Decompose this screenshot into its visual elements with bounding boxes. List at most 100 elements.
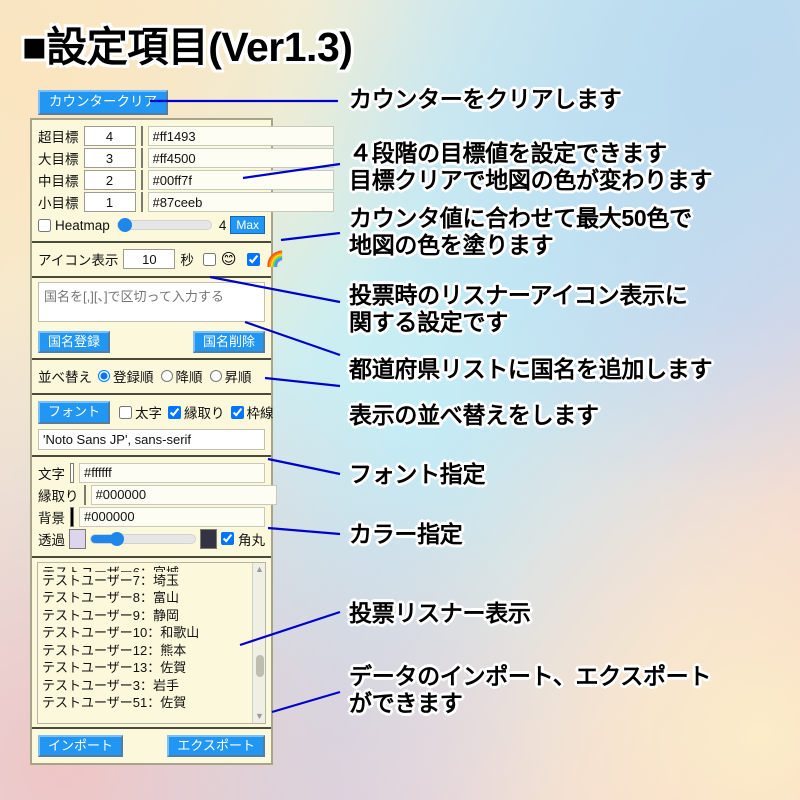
goal-hex-input[interactable]	[147, 126, 334, 146]
goal-color-swatch[interactable]	[140, 170, 143, 190]
country-delete-button[interactable]: 国名削除	[192, 331, 265, 354]
annotation-line: カラー指定	[349, 521, 463, 547]
heatmap-value: 4	[218, 217, 227, 233]
goal-color-swatch[interactable]	[140, 126, 143, 146]
country-register-button[interactable]: 国名登録	[38, 331, 111, 354]
goal-value-input[interactable]	[83, 148, 136, 168]
heatmap-max-button[interactable]: Max	[230, 216, 265, 234]
list-item[interactable]: テストユーザー51：佐賀	[42, 695, 187, 711]
counter-clear-button[interactable]: カウンタークリア	[38, 90, 168, 115]
import-button[interactable]: インポート	[38, 734, 124, 757]
icon-display-row: アイコン表示 秒 😊 🌈	[38, 249, 284, 269]
goal-label: 小目標	[38, 196, 79, 211]
annotation: 投票リスナー表示	[349, 600, 531, 627]
annotation: データのインポート、エクスポート ができます	[349, 663, 711, 717]
color-swatch[interactable]	[70, 506, 74, 527]
color-row: 文字	[38, 462, 265, 483]
icon-display-label: アイコン表示	[38, 253, 119, 268]
heatmap-row: Heatmap 4 Max	[38, 216, 265, 234]
alpha-right-swatch[interactable]	[200, 528, 217, 549]
colors-section: 文字 縁取り 背景 透過 角丸	[32, 457, 277, 558]
font-section: フォント 太字 縁取り 枠線	[32, 395, 274, 457]
alpha-slider-fill	[91, 534, 117, 543]
color-label: 文字	[38, 466, 65, 482]
list-item[interactable]: テストユーザー6：宮城	[42, 564, 261, 572]
scroll-down-arrow[interactable]: ▼	[255, 710, 264, 721]
goal-color-swatch[interactable]	[140, 148, 143, 168]
smiley-icon: 😊	[220, 251, 237, 268]
color-swatch[interactable]	[70, 462, 74, 483]
annotation-line: カウンターをクリアします	[349, 86, 622, 112]
annotation-line: 投票時のリスナーアイコン表示に	[349, 282, 688, 308]
color-hex-input[interactable]	[90, 484, 277, 505]
export-button[interactable]: エクスポート	[167, 734, 265, 757]
goal-hex-input[interactable]	[147, 170, 334, 190]
list-item[interactable]: テストユーザー13：佐賀	[42, 660, 187, 676]
list-item[interactable]: テストユーザー9：静岡	[42, 607, 179, 623]
color-hex-input[interactable]	[79, 506, 265, 527]
goal-hex-input[interactable]	[147, 192, 334, 212]
annotation: 表示の並べ替えをします	[349, 402, 599, 429]
page-title: ■設定項目(Ver1.3)	[22, 24, 353, 70]
sort-radio-registered[interactable]	[98, 370, 110, 383]
color-label: 背景	[38, 510, 65, 526]
rainbow-icon-checkbox[interactable]	[247, 252, 261, 266]
font-button[interactable]: フォント	[38, 401, 111, 424]
listener-listbox[interactable]: テストユーザー6：宮城 テストユーザー7：埼玉 テストユーザー8：富山 テストユ…	[37, 561, 266, 724]
annotation: 都道府県リストに国名を追加します	[349, 356, 713, 383]
smiley-icon-checkbox[interactable]	[202, 252, 216, 266]
annotation: ４段階の目標値を設定できます 目標クリアで地図の色が変わります	[349, 140, 713, 194]
scroll-up-arrow[interactable]: ▲	[255, 563, 264, 574]
alpha-slider[interactable]	[90, 531, 196, 546]
alpha-slider-knob[interactable]	[110, 531, 124, 546]
alpha-row: 透過 角丸	[38, 528, 265, 549]
goal-value-input[interactable]	[83, 126, 136, 146]
font-outline-label: 縁取り	[184, 406, 225, 422]
font-family-input[interactable]	[38, 428, 265, 450]
goal-row: 大目標	[38, 148, 334, 168]
font-outline-checkbox[interactable]	[168, 405, 182, 419]
list-item[interactable]: テストユーザー3：岩手	[42, 677, 179, 693]
font-border-label: 枠線	[246, 406, 274, 422]
color-row: 縁取り	[38, 484, 277, 505]
sort-option-label: 昇順	[224, 370, 252, 386]
list-item[interactable]: テストユーザー7：埼玉	[42, 572, 179, 588]
round-corner-checkbox[interactable]	[221, 532, 234, 546]
goal-row: 超目標	[38, 126, 334, 146]
country-name-input[interactable]	[38, 282, 265, 322]
goal-hex-input[interactable]	[147, 148, 334, 168]
list-item[interactable]: テストユーザー8：富山	[42, 590, 179, 606]
heatmap-slider-knob[interactable]	[118, 218, 133, 232]
sort-radio-ascending[interactable]	[209, 370, 222, 383]
heatmap-slider[interactable]	[116, 218, 212, 232]
alpha-label: 透過	[38, 532, 65, 548]
list-item[interactable]: テストユーザー12：熊本	[42, 642, 187, 658]
alpha-left-swatch[interactable]	[69, 528, 86, 549]
sort-label: 並べ替え	[38, 370, 92, 386]
goal-label: 大目標	[38, 152, 79, 167]
goal-color-swatch[interactable]	[140, 192, 143, 212]
scroll-thumb[interactable]	[255, 654, 264, 677]
heatmap-checkbox[interactable]	[38, 218, 51, 232]
color-hex-input[interactable]	[79, 462, 265, 483]
goal-value-input[interactable]	[83, 192, 136, 212]
icon-seconds-input[interactable]	[123, 249, 176, 269]
sort-row: 並べ替え 登録順 降順 昇順	[38, 366, 265, 386]
goal-row: 小目標	[38, 192, 334, 212]
goals-section: 超目標 大目標 中目標 小目標 Heatmap	[32, 120, 334, 243]
font-row: フォント 太字 縁取り 枠線	[38, 401, 274, 424]
goal-value-input[interactable]	[83, 170, 136, 190]
font-bold-checkbox[interactable]	[119, 405, 133, 419]
font-border-checkbox[interactable]	[230, 405, 244, 419]
annotation: フォント指定	[349, 461, 486, 488]
annotation: 投票時のリスナーアイコン表示に 関する設定です	[349, 282, 688, 336]
list-item[interactable]: テストユーザー10：和歌山	[42, 625, 200, 641]
font-bold-label: 太字	[135, 406, 163, 422]
heatmap-label: Heatmap	[55, 217, 110, 233]
annotation: カウンターをクリアします	[349, 86, 622, 113]
sort-radio-descending[interactable]	[160, 370, 173, 383]
list-scrollbar[interactable]: ▲ ▼	[252, 562, 265, 723]
settings-panel: 超目標 大目標 中目標 小目標 Heatmap	[30, 118, 334, 765]
color-swatch[interactable]	[83, 484, 86, 505]
footer-section: インポート エクスポート	[32, 726, 271, 763]
